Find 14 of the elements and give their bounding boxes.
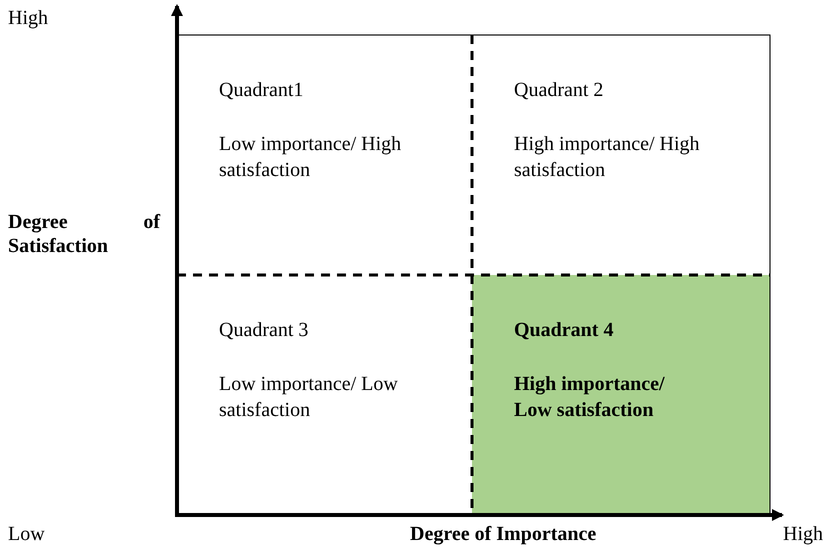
quadrant-heading: Quadrant 2	[514, 78, 604, 103]
axis-end-label: High	[8, 6, 48, 30]
axis-title: Degree of Importance	[410, 522, 596, 546]
quadrant-description: High importance/ Low satisfaction	[514, 372, 666, 423]
quadrant-box	[472, 275, 770, 513]
axis-end-label: Low	[8, 522, 45, 546]
axis-title: Degree of Satisfaction	[8, 210, 160, 258]
quadrant-heading: Quadrant1	[219, 78, 304, 103]
axis-end-label: High	[783, 522, 823, 546]
quadrant-description: Low importance/ High satisfaction	[219, 132, 402, 183]
quadrant-description: Low importance/ Low satisfaction	[219, 372, 399, 423]
quadrant-description: High importance/ High satisfaction	[514, 132, 701, 183]
quadrant-heading: Quadrant 4	[514, 318, 614, 343]
quadrant-heading: Quadrant 3	[219, 318, 308, 343]
